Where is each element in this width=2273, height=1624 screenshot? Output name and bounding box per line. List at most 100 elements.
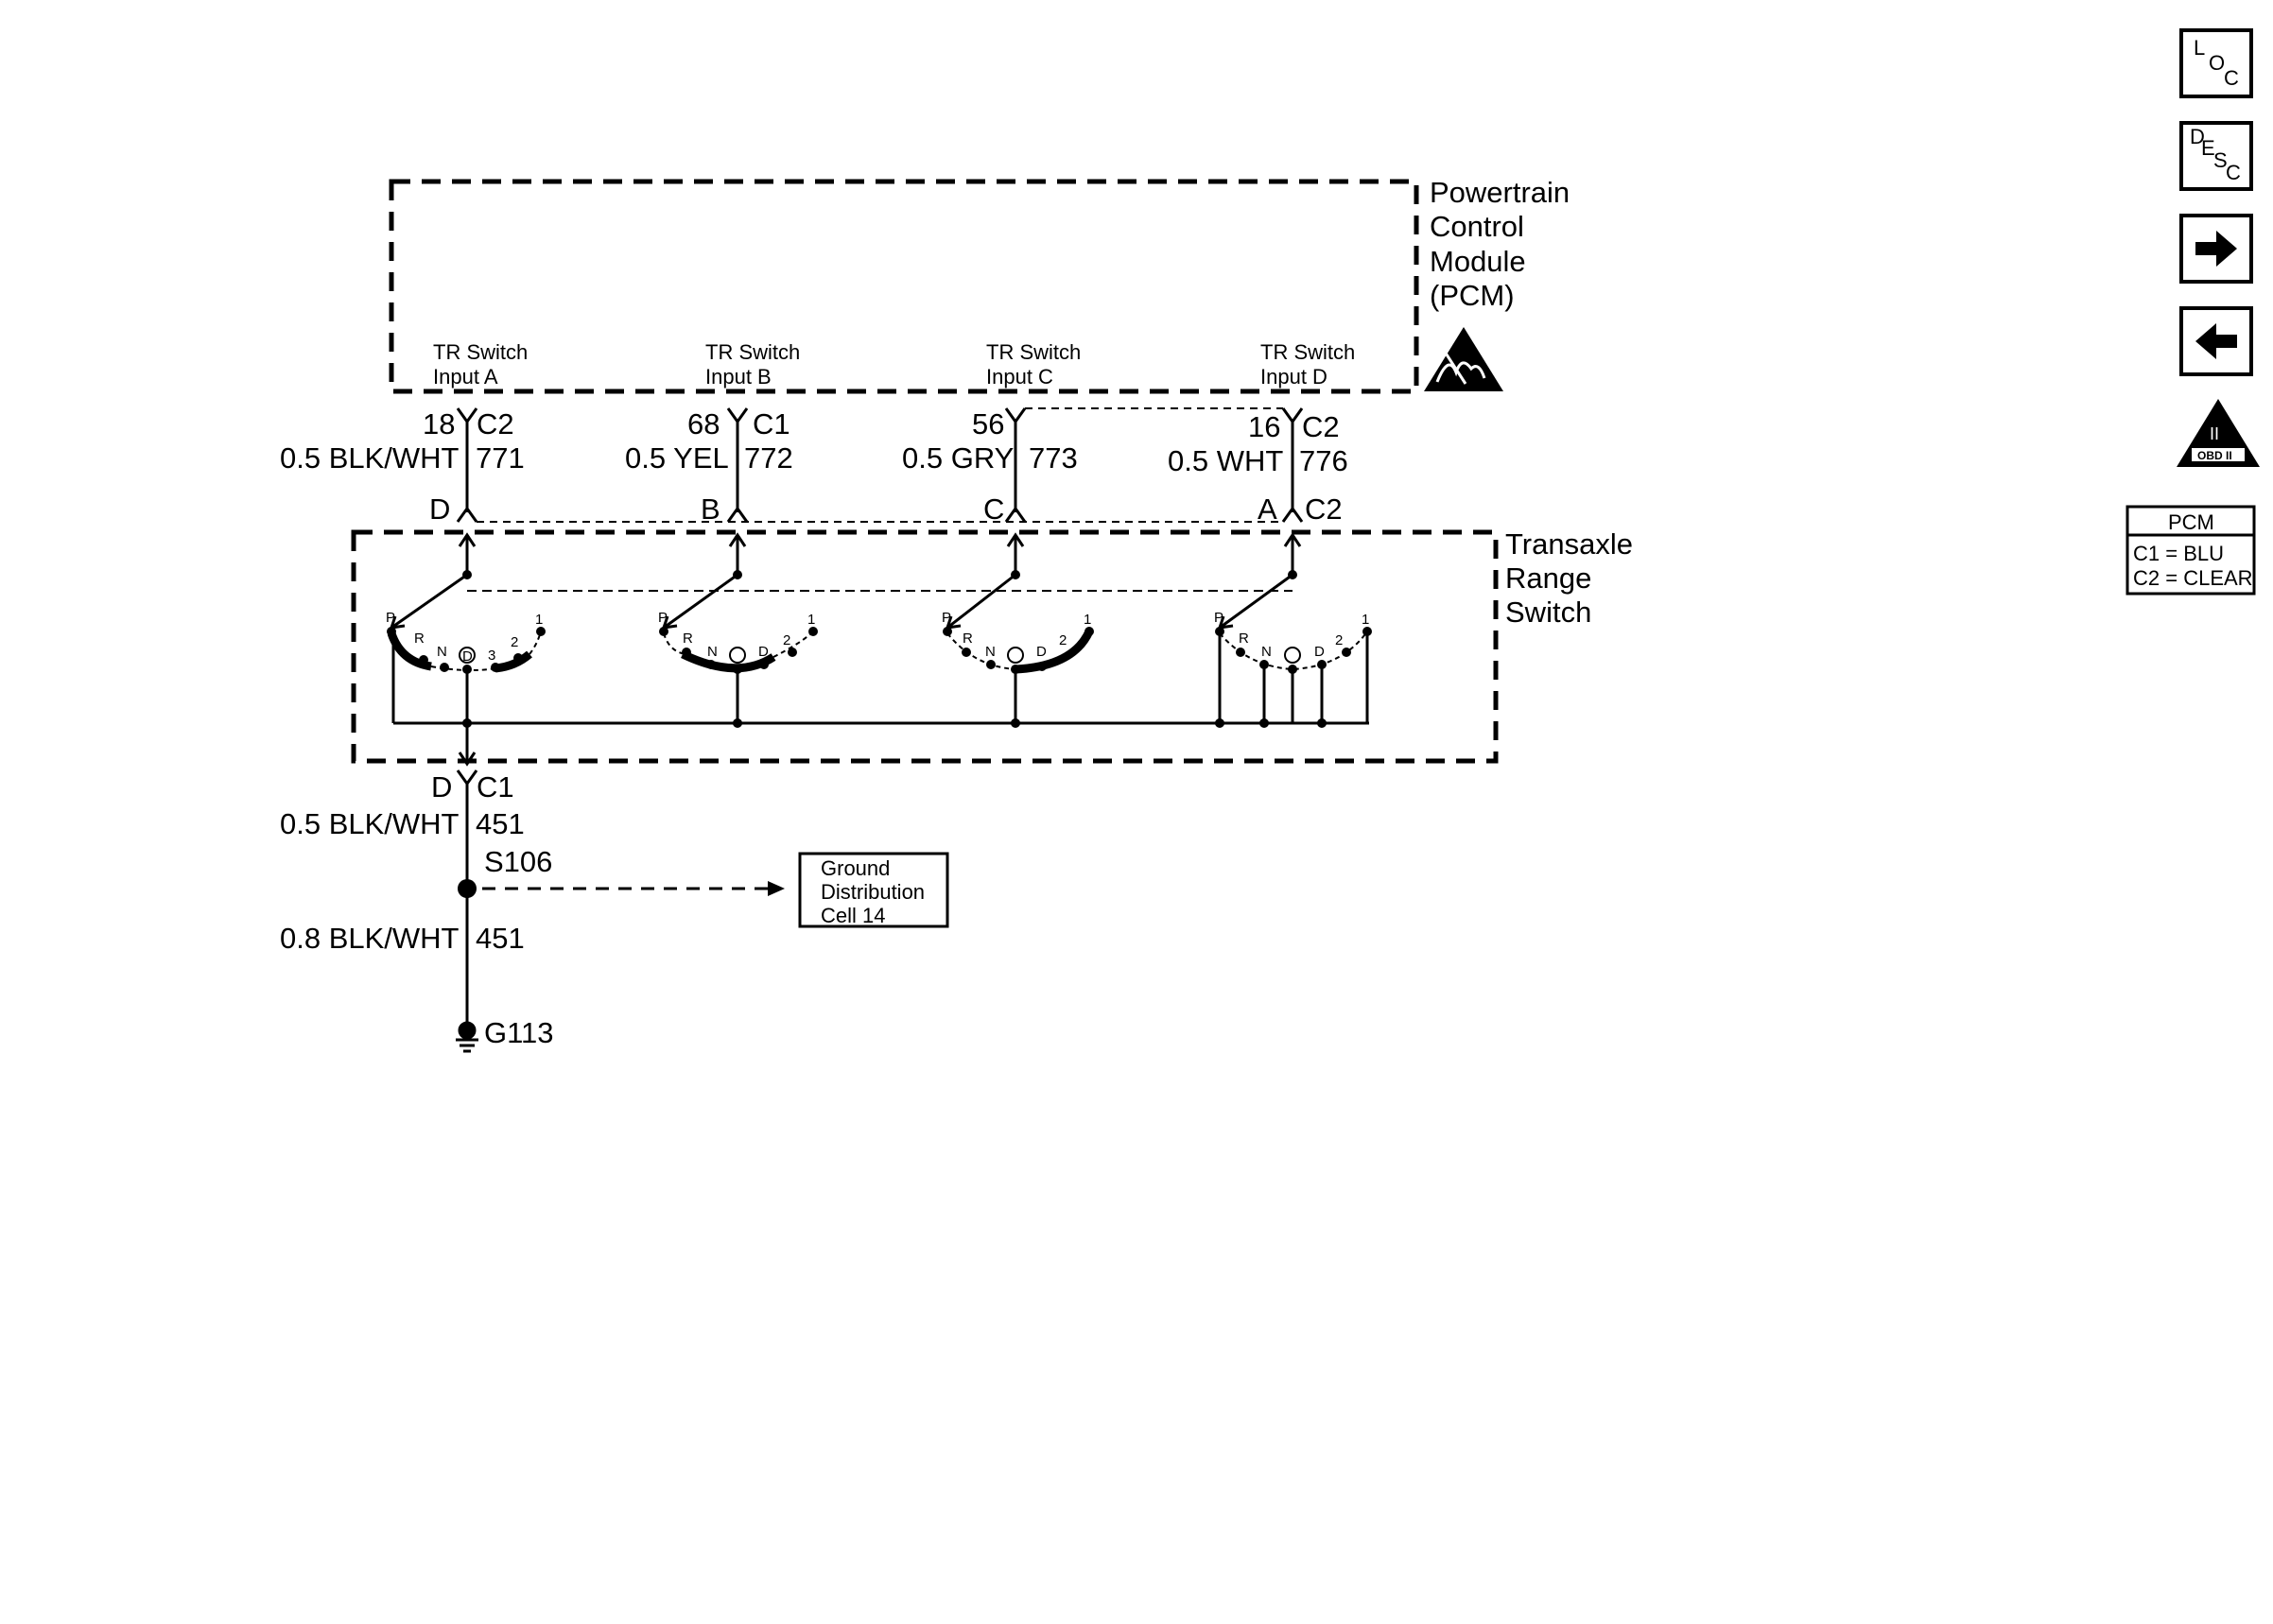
circuit-1-trs-pin: D [429, 492, 450, 526]
transaxle-range-switch: Transaxle Range Switch [351, 527, 1633, 764]
obd-roman: II [2210, 424, 2219, 443]
circuit-1-connector: C2 [477, 407, 514, 441]
circuit-4-pin: 16 [1248, 410, 1280, 443]
switch-c-contacts: P R N D 2 1 [942, 610, 1094, 723]
switch-d-pos-d: D [1314, 644, 1325, 660]
pcm-input-b-name: TR Switch [705, 340, 800, 364]
switch-a-pos-2: 2 [511, 634, 518, 650]
pcm-title-line-4: (PCM) [1430, 279, 1515, 312]
switch-a-pos-3: 3 [488, 648, 495, 664]
circuit-labels: 18 C2 0.5 BLK/WHT 771 D 68 C1 0.5 YEL 77… [280, 407, 1348, 526]
ground-wire-1: 0.5 BLK/WHT [280, 807, 460, 840]
pcm-input-a-sub: Input A [433, 365, 498, 389]
pcm-title-line-3: Module [1430, 245, 1526, 278]
switch-a-pos-n: N [437, 644, 447, 660]
legend-title: PCM [2168, 510, 2214, 534]
desc-letter-e: E [2201, 136, 2215, 160]
pcm-title-line-2: Control [1430, 210, 1524, 243]
switch-c-pos-d: D [1036, 644, 1047, 660]
switch-c-pos-1: 1 [1084, 612, 1091, 628]
switch-d-contacts: P R N D 2 1 [1214, 610, 1372, 723]
switch-c-pos-2: 2 [1059, 632, 1067, 648]
pcm-module: Powertrain Control Module (PCM) TR Switc… [389, 176, 1570, 394]
switch-b-contacts: P R N D 2 1 [658, 610, 818, 723]
switch-b-pos-2: 2 [783, 632, 790, 648]
switch-b-pos-p: P [658, 610, 668, 626]
nav-panel: L O C D E S C II OBD II [2177, 28, 2260, 467]
ground-dist-line-1: Ground [821, 856, 890, 880]
obd-label: OBD II [2197, 449, 2232, 462]
loc-letter-c: C [2224, 66, 2239, 90]
arrow-left-icon [2195, 323, 2237, 359]
circuit-4-number: 776 [1299, 444, 1348, 477]
legend-row-c2: C2 = CLEAR [2133, 566, 2253, 590]
ground-dist-line-2: Distribution [821, 880, 925, 904]
loc-letter-o: O [2209, 51, 2225, 75]
splice-label: S106 [484, 845, 552, 878]
location-button[interactable]: L O C [2179, 28, 2253, 98]
circuit-2-number: 772 [744, 441, 793, 475]
circuit-3-wire: 0.5 GRY [902, 441, 1014, 475]
switch-a-pos-d: D [462, 648, 473, 665]
desc-letter-s: S [2213, 148, 2228, 172]
ground-distribution-link[interactable]: Ground Distribution Cell 14 [798, 852, 949, 928]
circuit-2-connector: C1 [753, 407, 790, 441]
pcm-input-d-sub: Input D [1260, 365, 1327, 389]
trs-title-line-3: Switch [1505, 596, 1591, 629]
switch-d-pos-n: N [1261, 644, 1272, 660]
switch-c-pos-p: P [942, 610, 951, 626]
ground-circuit-1: 451 [476, 807, 525, 840]
ground-connector: C1 [477, 770, 514, 803]
circuit-3-pin: 56 [972, 407, 1004, 441]
ground-circuit: D C1 0.5 BLK/WHT 451 S106 0.8 BLK/WHT 45… [280, 723, 949, 1053]
switch-d-pos-p: P [1214, 610, 1223, 626]
circuit-1-pin: 18 [423, 407, 455, 441]
switch-d-pos-r: R [1239, 631, 1249, 647]
desc-letter-c: C [2226, 161, 2241, 184]
circuit-3-number: 773 [1029, 441, 1078, 475]
switch-b-pos-n: N [707, 644, 718, 660]
ground-circuit-2: 451 [476, 922, 525, 955]
esd-sensitive-icon [1424, 327, 1503, 391]
loc-letter-l: L [2194, 36, 2205, 60]
ground-wire-2: 0.8 BLK/WHT [280, 922, 460, 955]
switch-c-pos-r: R [963, 631, 973, 647]
switch-a-pos-r: R [414, 631, 425, 647]
pcm-input-c-name: TR Switch [986, 340, 1081, 364]
switch-a-pos-p: P [386, 610, 395, 626]
bus-junctions [462, 570, 1327, 728]
arrow-right-icon [2195, 231, 2237, 267]
trs-title-line-2: Range [1505, 561, 1591, 595]
signal-wires [456, 407, 1304, 523]
switch-b-pos-r: R [683, 631, 693, 647]
switch-a-pos-1: 1 [535, 612, 543, 628]
obd-ii-button[interactable]: II OBD II [2177, 399, 2260, 467]
desc-letter-d: D [2190, 125, 2205, 148]
ground-dist-line-3: Cell 14 [821, 904, 885, 927]
switch-d-pos-1: 1 [1362, 612, 1369, 628]
description-button[interactable]: D E S C [2179, 121, 2253, 191]
pcm-input-b-sub: Input B [705, 365, 772, 389]
circuit-4-connector: C2 [1302, 410, 1340, 443]
previous-page-button[interactable] [2179, 306, 2253, 376]
pcm-input-c-sub: Input C [986, 365, 1053, 389]
circuit-2-pin: 68 [687, 407, 720, 441]
ground-id: G113 [484, 1016, 554, 1049]
switch-d-pos-2: 2 [1335, 632, 1343, 648]
circuit-2-wire: 0.5 YEL [625, 441, 729, 475]
arrow-left-icon [768, 881, 785, 896]
ground-pin: D [431, 770, 452, 803]
next-page-button[interactable] [2179, 214, 2253, 284]
circuit-2-trs-pin: B [701, 492, 720, 526]
trs-title-line-1: Transaxle [1505, 527, 1633, 561]
ground-symbol-icon [456, 1021, 478, 1053]
circuit-1-number: 771 [476, 441, 525, 475]
circuit-3-trs-pin: C [983, 492, 1004, 526]
circuit-4-trs-connector: C2 [1305, 492, 1343, 526]
legend-row-c1: C1 = BLU [2133, 542, 2224, 565]
pcm-input-a-name: TR Switch [433, 340, 528, 364]
switch-c-pos-n: N [985, 644, 996, 660]
pcm-input-d-name: TR Switch [1260, 340, 1355, 364]
switch-a-contacts: P R N D 3 2 1 [386, 610, 546, 756]
